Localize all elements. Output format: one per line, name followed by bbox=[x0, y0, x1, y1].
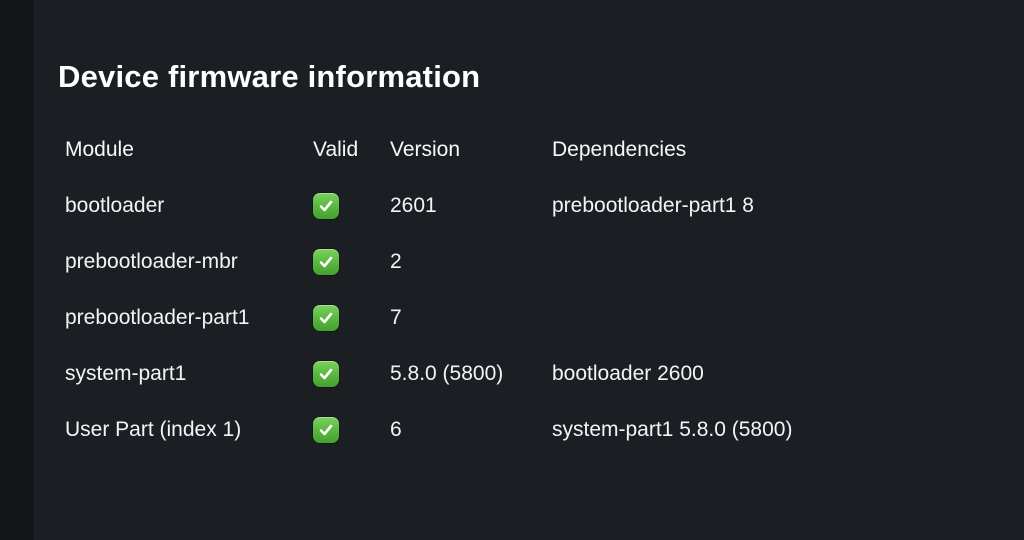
valid-status bbox=[313, 417, 390, 443]
table-row: bootloader 2601 prebootloader-part1 8 bbox=[65, 178, 1024, 234]
table-row: prebootloader-mbr 2 bbox=[65, 234, 1024, 290]
module-name: bootloader bbox=[65, 194, 165, 217]
table-row: User Part (index 1) 6 system-part1 5.8.0… bbox=[65, 402, 1024, 458]
valid-status bbox=[313, 305, 390, 331]
firmware-table: Module Valid Version Dependencies bootlo… bbox=[65, 122, 1024, 458]
table-body: bootloader 2601 prebootloader-part1 8 pr… bbox=[65, 178, 1024, 458]
module-name: User Part (index 1) bbox=[65, 418, 242, 441]
module-name: prebootloader-part1 bbox=[65, 306, 250, 329]
module-version: 7 bbox=[390, 306, 402, 329]
check-mark-icon bbox=[313, 249, 339, 275]
check-mark-icon bbox=[313, 305, 339, 331]
column-header-dependencies: Dependencies bbox=[552, 138, 687, 161]
module-version: 6 bbox=[390, 418, 402, 441]
valid-status bbox=[313, 361, 390, 387]
page-title: Device firmware information bbox=[58, 59, 481, 94]
check-mark-icon bbox=[313, 193, 339, 219]
table-header-row: Module Valid Version Dependencies bbox=[65, 122, 1024, 178]
table-row: prebootloader-part1 7 bbox=[65, 290, 1024, 346]
check-mark-icon bbox=[313, 361, 339, 387]
valid-status bbox=[313, 249, 390, 275]
column-header-version: Version bbox=[390, 138, 461, 161]
module-dependencies: prebootloader-part1 8 bbox=[552, 194, 754, 217]
column-header-module: Module bbox=[65, 138, 134, 161]
check-mark-icon bbox=[313, 417, 339, 443]
column-header-valid: Valid bbox=[313, 138, 359, 161]
table-row: system-part1 5.8.0 (5800) bootloader 260… bbox=[65, 346, 1024, 402]
module-version: 5.8.0 (5800) bbox=[390, 362, 504, 385]
firmware-info-panel: Device firmware information Module Valid… bbox=[34, 0, 1024, 540]
module-dependencies: bootloader 2600 bbox=[552, 362, 704, 385]
module-name: prebootloader-mbr bbox=[65, 250, 238, 273]
module-name: system-part1 bbox=[65, 362, 187, 385]
module-version: 2601 bbox=[390, 194, 437, 217]
window-left-edge bbox=[0, 0, 34, 540]
module-dependencies: system-part1 5.8.0 (5800) bbox=[552, 418, 793, 441]
valid-status bbox=[313, 193, 390, 219]
module-version: 2 bbox=[390, 250, 402, 273]
